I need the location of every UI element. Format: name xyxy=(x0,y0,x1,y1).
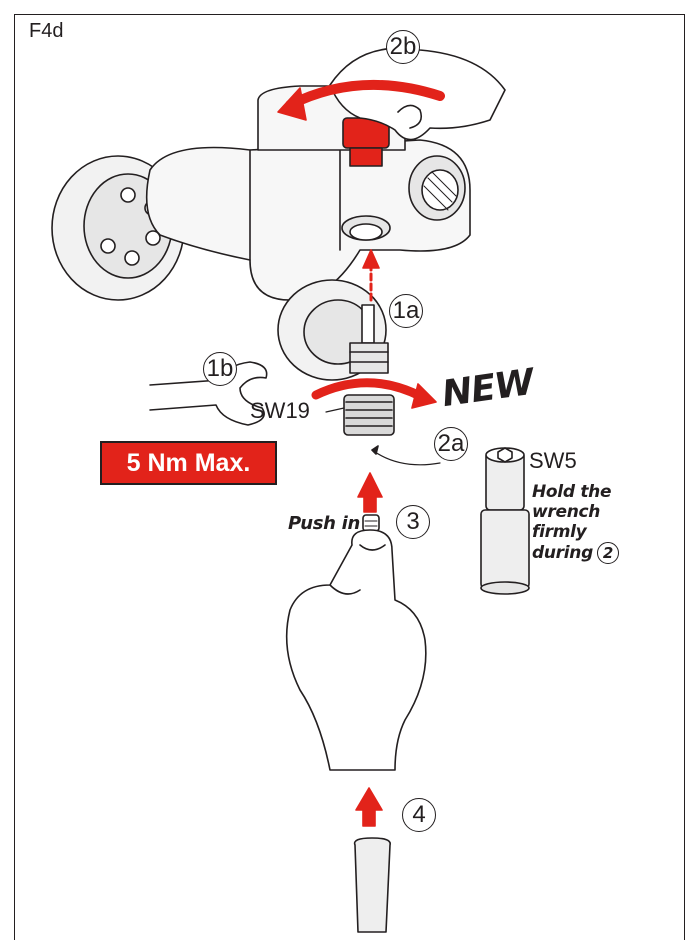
arrow-4 xyxy=(356,788,382,826)
mixer-body xyxy=(147,140,470,300)
lower-hand xyxy=(287,530,426,770)
step-1b-marker: 1b xyxy=(203,352,237,386)
shower-hose xyxy=(355,838,391,932)
arrow-3 xyxy=(358,473,382,512)
figure-label: F4d xyxy=(29,20,63,43)
push-in-label: Push in xyxy=(288,513,360,534)
hold-line-3: firmly xyxy=(532,522,619,542)
step-2b-marker: 2b xyxy=(386,30,420,64)
sw19-label: SW19 xyxy=(250,398,310,424)
step-2-ref: 2 xyxy=(597,542,619,564)
socket-wrench xyxy=(481,448,529,594)
step-1a-marker: 1a xyxy=(389,294,423,328)
torque-warning: 5 Nm Max. xyxy=(100,441,277,485)
step-2a-marker: 2a xyxy=(434,427,468,461)
step-4-marker: 4 xyxy=(402,798,436,832)
hold-line-2: wrench xyxy=(532,502,619,522)
sw5-label: SW5 xyxy=(529,448,577,474)
hold-line-1: Hold the xyxy=(532,482,619,502)
rotate-arrow-2a xyxy=(316,383,420,396)
step-3-marker: 3 xyxy=(396,505,430,539)
aerator-part xyxy=(363,515,379,531)
hold-line-4-text: during xyxy=(532,543,593,563)
